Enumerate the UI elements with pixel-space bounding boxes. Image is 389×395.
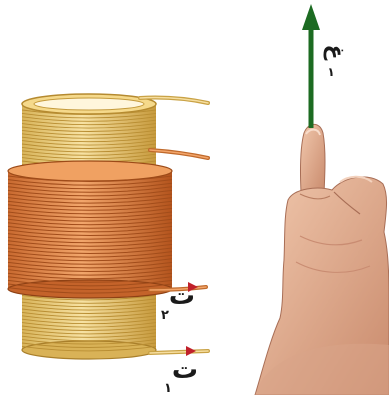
label-current-1-main: ت bbox=[172, 355, 198, 385]
label-field-sub: ١ bbox=[327, 65, 334, 79]
label-field-main: غ bbox=[323, 44, 348, 60]
coil-icon bbox=[8, 94, 208, 359]
label-current-1: ت ١ bbox=[164, 355, 198, 395]
outer-coil-bottom bbox=[22, 290, 156, 359]
label-current-1-sub: ١ bbox=[164, 381, 172, 395]
label-field: غ ١ bbox=[323, 44, 348, 79]
hand-icon bbox=[255, 124, 389, 395]
inner-coil bbox=[8, 161, 172, 298]
label-current-2-main: ت bbox=[169, 281, 195, 311]
label-current-2-sub: ٢ bbox=[161, 308, 169, 323]
field-arrow-icon bbox=[302, 4, 320, 128]
